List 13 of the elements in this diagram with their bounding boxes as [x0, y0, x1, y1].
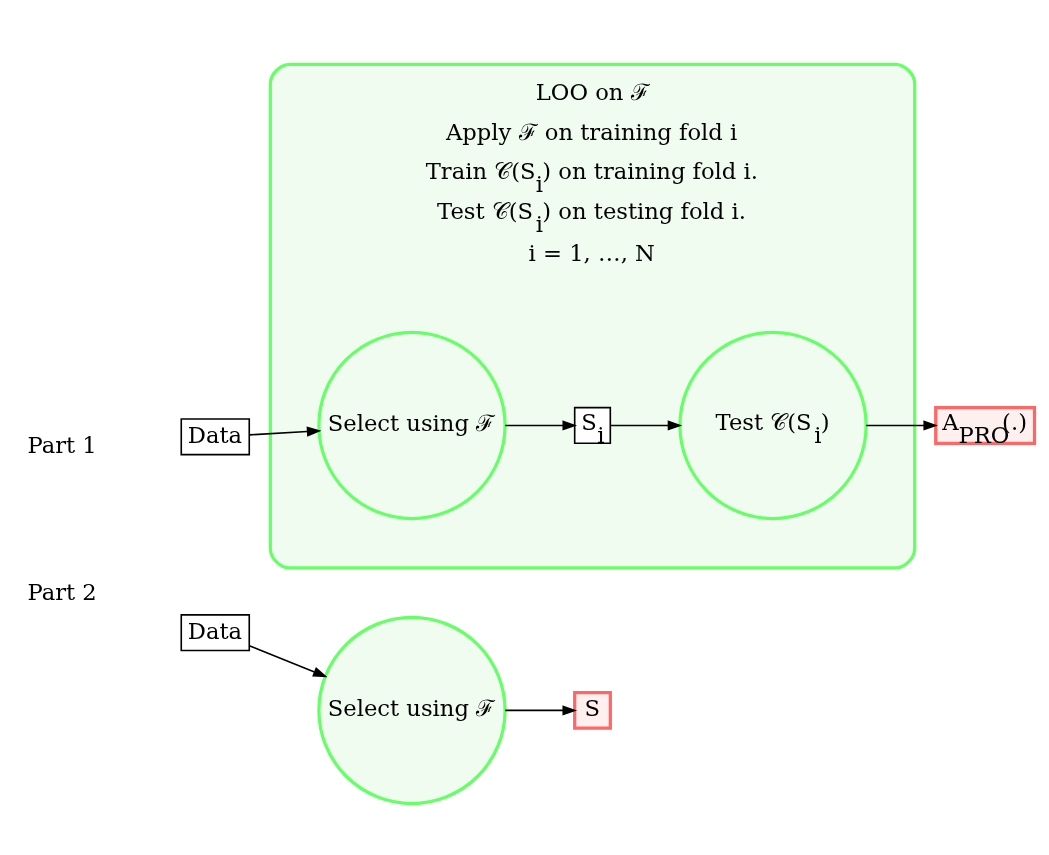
node-circle: Select using ℱ [317, 615, 507, 806]
node-box: Data [180, 614, 251, 652]
node-box: Data [180, 418, 251, 456]
node-box: S [573, 691, 612, 730]
arrow [865, 420, 938, 431]
arrow [609, 420, 683, 431]
label: Part 2 [27, 578, 97, 605]
arrow [504, 420, 578, 431]
arrow [504, 705, 578, 716]
node-circle: Select using ℱ [317, 330, 507, 521]
label: Part 1 [27, 431, 97, 458]
arrow [248, 426, 322, 437]
arrow [248, 644, 328, 678]
